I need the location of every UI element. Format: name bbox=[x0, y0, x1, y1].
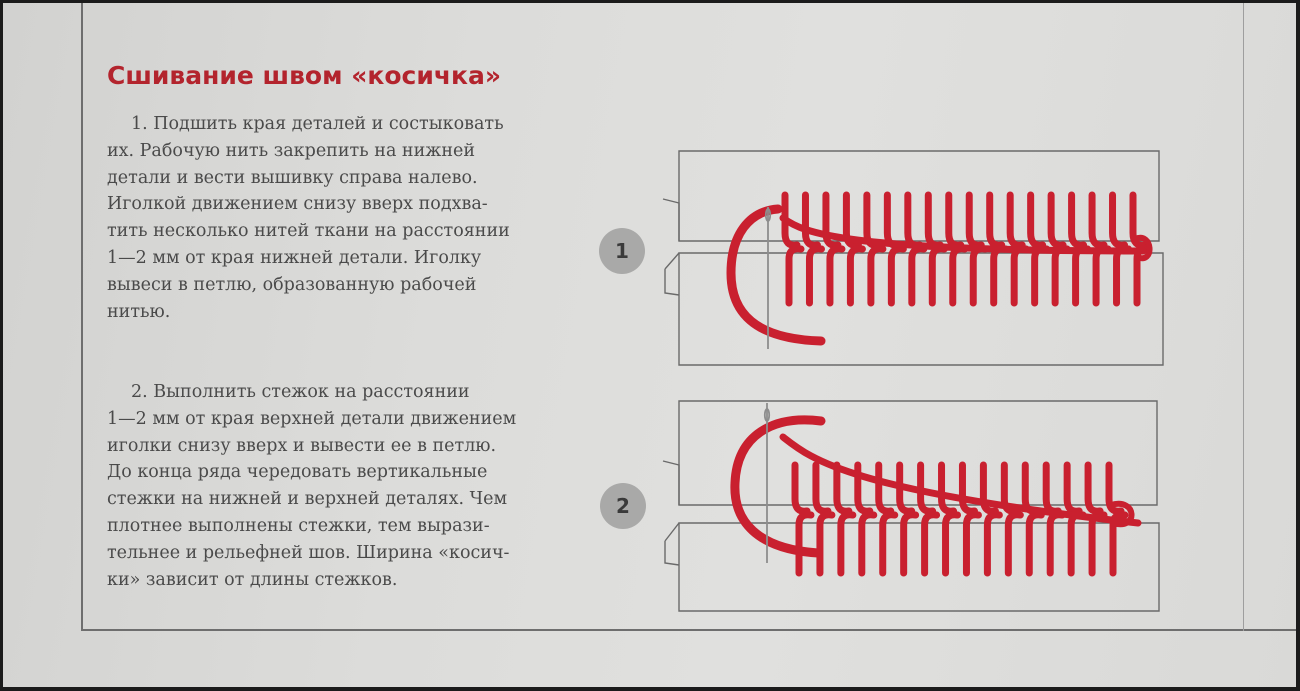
stitch-upper bbox=[917, 461, 937, 515]
stitch-upper bbox=[883, 191, 903, 249]
step-1-badge: 1 bbox=[599, 228, 645, 274]
text-line: тить несколько нитей ткани на расстоянии bbox=[107, 221, 510, 242]
text-line: плотнее выполнены стежки, тем вырази- bbox=[107, 515, 490, 536]
stitch-lower bbox=[969, 245, 989, 307]
stitch-lower bbox=[816, 511, 836, 577]
stitch-upper bbox=[938, 461, 958, 515]
stitch-upper bbox=[854, 461, 874, 515]
stitch-lower bbox=[805, 245, 825, 307]
step-2-text: 2. Выполнить стежок на расстоянии 1—2 мм… bbox=[107, 379, 516, 593]
stitch-upper bbox=[986, 191, 1006, 249]
fabric-lower bbox=[678, 522, 1160, 612]
stitch-lower bbox=[1113, 245, 1133, 307]
stitch-upper bbox=[1129, 191, 1149, 249]
stitch-upper bbox=[924, 191, 944, 249]
stitch-upper bbox=[1006, 191, 1026, 249]
stitch-upper bbox=[1084, 461, 1104, 515]
text-line: 1—2 мм от края нижней детали. Иголку bbox=[107, 247, 482, 268]
stitch-lower bbox=[826, 245, 846, 307]
page-frame-bottom bbox=[81, 629, 1296, 631]
stitch-lower bbox=[837, 511, 857, 577]
text-line: Иголкой движением снизу вверх подхва- bbox=[107, 194, 488, 215]
text-line: нитью. bbox=[107, 301, 171, 322]
stitch-upper bbox=[863, 191, 883, 249]
page-frame-left bbox=[81, 3, 83, 631]
fabric-pieces bbox=[662, 400, 1160, 612]
text-line: тельнее и рельефней шов. Ширина «косич- bbox=[107, 542, 510, 563]
stitch-lower bbox=[983, 511, 1003, 577]
stitch-lower bbox=[908, 245, 928, 307]
stitch-upper bbox=[904, 191, 924, 249]
text-line: иголки снизу вверх и вывести ее в петлю. bbox=[107, 435, 497, 456]
stitch-lower bbox=[1072, 245, 1092, 307]
herringbone-stitch-illustration bbox=[662, 150, 1164, 366]
stitch-lower bbox=[1010, 245, 1030, 307]
step-2-badge: 2 bbox=[600, 483, 646, 529]
stitch-upper bbox=[875, 461, 895, 515]
stitch-lower bbox=[900, 511, 920, 577]
stitch-upper bbox=[1047, 191, 1067, 249]
stitch-lower bbox=[846, 245, 866, 307]
text-line: стежки на нижней и верхней деталях. Чем bbox=[107, 489, 508, 510]
herringbone-stitch-illustration bbox=[662, 400, 1160, 612]
stitch-upper bbox=[965, 191, 985, 249]
stitch-upper bbox=[791, 461, 811, 515]
fabric-pieces bbox=[662, 150, 1164, 366]
stitch-upper bbox=[812, 461, 832, 515]
stitch-upper bbox=[1027, 191, 1047, 249]
text-line: 1—2 мм от края верхней детали движением bbox=[107, 408, 517, 429]
stitch-upper bbox=[945, 191, 965, 249]
text-line: их. Рабочую нить закрепить на нижней bbox=[107, 140, 476, 161]
stitch-upper bbox=[781, 191, 801, 249]
stitch-lower bbox=[921, 511, 941, 577]
fabric-fold-lower bbox=[664, 252, 680, 296]
fabric-fold-upper bbox=[662, 460, 680, 505]
text-line: 2. Выполнить стежок на расстоянии bbox=[131, 382, 470, 402]
stitch-lower bbox=[867, 245, 887, 307]
stitch-lower bbox=[1051, 245, 1071, 307]
text-line: вывеси в петлю, образованную рабочей bbox=[107, 274, 477, 295]
needle-icon bbox=[763, 403, 771, 563]
page-frame-right bbox=[1243, 3, 1244, 631]
step-1-text: 1. Подшить края деталей и состыковать их… bbox=[107, 111, 510, 325]
fabric-fold-upper bbox=[662, 198, 680, 241]
book-page: Сшивание швом «косичка» 1. Подшить края … bbox=[3, 3, 1296, 687]
page-title: Сшивание швом «косичка» bbox=[107, 61, 502, 90]
stitch-upper bbox=[1063, 461, 1083, 515]
stitch-lower bbox=[858, 511, 878, 577]
stitch-lower bbox=[928, 245, 948, 307]
stitch-upper bbox=[1105, 461, 1125, 515]
stitch-lower bbox=[1025, 511, 1045, 577]
stitch-upper bbox=[833, 461, 853, 515]
stitch-lower bbox=[962, 511, 982, 577]
stitch-lower bbox=[1004, 511, 1024, 577]
stitch-lower bbox=[1092, 245, 1112, 307]
stitch-lower bbox=[990, 245, 1010, 307]
stitch-lower bbox=[879, 511, 899, 577]
needle-icon bbox=[764, 207, 772, 349]
stitch-lower bbox=[1031, 245, 1051, 307]
text-line: детали и вести вышивку справа налево. bbox=[107, 167, 478, 188]
stitch-upper bbox=[896, 461, 916, 515]
working-thread bbox=[730, 415, 1142, 558]
text-line: 1. Подшить края деталей и состыковать bbox=[131, 114, 504, 134]
fabric-lower bbox=[678, 252, 1164, 366]
stitch-lower bbox=[887, 245, 907, 307]
text-line: ки» зависит от длины стежков. bbox=[107, 569, 398, 590]
stitch-lower bbox=[795, 511, 815, 577]
working-thread bbox=[726, 204, 1147, 346]
stitch-lower bbox=[785, 245, 805, 307]
fabric-upper bbox=[678, 150, 1160, 242]
stitch-upper bbox=[1088, 191, 1108, 249]
stitch-upper bbox=[801, 191, 821, 249]
fabric-fold-lower bbox=[664, 522, 680, 566]
stitch-loop bbox=[1132, 234, 1153, 262]
stitch-lower bbox=[949, 245, 969, 307]
stitch-lower bbox=[942, 511, 962, 577]
text-line: До конца ряда чередовать вертикальные bbox=[107, 462, 488, 483]
stitch-upper bbox=[1068, 191, 1088, 249]
stitch-upper bbox=[1109, 191, 1129, 249]
